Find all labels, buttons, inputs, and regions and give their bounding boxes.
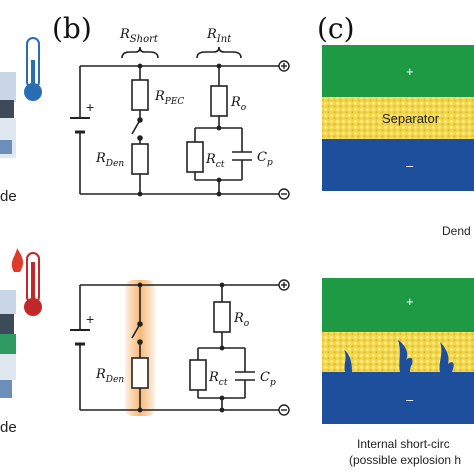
cathode-layer-top (322, 45, 474, 97)
cell-bottom-caption-line1: Internal short-circ (357, 437, 450, 451)
battery-plus-bottom: + (86, 311, 94, 327)
flame-icon (11, 248, 24, 272)
battery-plus-top: + (86, 99, 94, 115)
dendrites (344, 340, 454, 372)
label-c-p-top: Cp (257, 150, 273, 168)
circuit-bottom (70, 284, 279, 411)
label-r-ct-bottom: Rct (208, 370, 228, 388)
brace-short (121, 46, 159, 59)
circuit-bottom-dots (137, 282, 225, 413)
panel-label-b: (b) (52, 12, 92, 45)
left-strip-top-text: de (0, 188, 17, 205)
thermometer-cold-icon (24, 37, 42, 101)
separator-layer-top (322, 97, 474, 139)
cell-bottom-minus: – (406, 392, 414, 407)
cell-illustration-top (0, 72, 16, 158)
cell-top-caption: Dend (442, 224, 471, 238)
cell-bottom-plus: + (406, 294, 414, 309)
cell-top-separator-label: Separator (382, 111, 440, 126)
cell-bottom-caption-line2: (possible explosion h (349, 453, 461, 467)
circuit-top-terminals (278, 60, 290, 200)
brace-int (196, 46, 242, 59)
label-r-short: RShort (119, 27, 159, 45)
cell-illustration-bottom (0, 290, 16, 398)
thermometer-hot-icon (24, 252, 42, 316)
cell-top-plus: + (406, 64, 414, 79)
label-r-o-bottom: Ro (233, 311, 250, 329)
label-r-den-top: RDen (95, 151, 124, 169)
terminal-bottom-glyphs (281, 282, 287, 411)
cell-top-minus: – (406, 158, 414, 173)
label-r-int: RInt (206, 27, 232, 45)
cell-top (322, 45, 474, 191)
left-strip-bottom-text: de (0, 419, 17, 436)
label-r-o-top: Ro (230, 95, 247, 113)
circuit-bottom-terminals (278, 279, 290, 416)
label-c-p-bottom: Cp (260, 370, 276, 388)
cathode-layer-bottom (322, 278, 474, 332)
left-strip: de de (0, 37, 42, 436)
circuit-top (70, 46, 279, 195)
anode-layer-top (322, 139, 474, 191)
label-r-ct-top: Rct (205, 152, 225, 170)
panel-label-c: (c) (317, 12, 355, 45)
terminal-top-glyphs (281, 63, 287, 195)
label-r-pec: RPEC (154, 89, 184, 107)
label-r-den-bottom: RDen (95, 367, 124, 385)
anode-layer-bottom (322, 372, 474, 424)
circuit-top-dots (137, 63, 222, 197)
